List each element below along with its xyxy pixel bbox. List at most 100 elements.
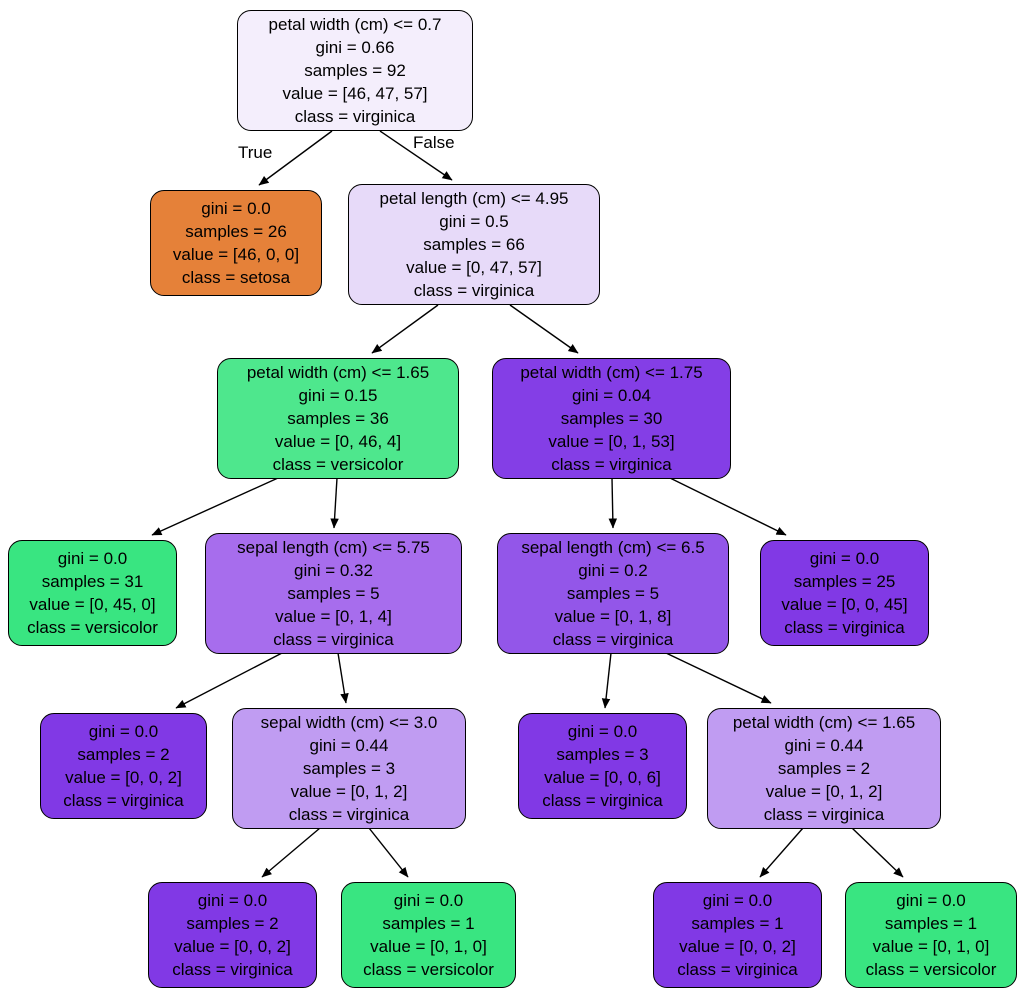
node-value: value = [0, 1, 2] (290, 782, 408, 801)
tree-node-versicolor-leaf-31: gini = 0.0 samples = 31 value = [0, 45, … (8, 540, 177, 646)
tree-node-petal-length-495: petal length (cm) <= 4.95 gini = 0.5 sam… (348, 184, 600, 305)
node-class: class = virginica (677, 960, 798, 979)
tree-node-versicolor-leaf-1b: gini = 0.0 samples = 1 value = [0, 1, 0]… (845, 882, 1017, 988)
node-gini: gini = 0.0 (896, 891, 966, 910)
node-class: class = virginica (63, 791, 184, 810)
node-class: class = versicolor (27, 618, 158, 637)
node-split-condition: petal width (cm) <= 1.65 (732, 713, 916, 732)
node-value: value = [0, 1, 0] (370, 937, 487, 956)
node-samples: samples = 1 (884, 914, 978, 933)
node-gini: gini = 0.44 (309, 736, 389, 755)
node-samples: samples = 36 (287, 409, 389, 428)
node-gini: gini = 0.0 (57, 549, 128, 568)
node-gini: gini = 0.0 (197, 891, 268, 910)
node-class: class = setosa (181, 268, 291, 287)
node-samples: samples = 25 (793, 572, 896, 591)
tree-node-virginica-leaf-3: gini = 0.0 samples = 3 value = [0, 0, 6]… (518, 713, 687, 819)
node-samples: samples = 30 (560, 409, 663, 428)
tree-node-setosa-leaf: gini = 0.0 samples = 26 value = [46, 0, … (150, 190, 322, 296)
node-value: value = [0, 0, 2] (174, 937, 291, 956)
edge-root-true (258, 130, 333, 186)
node-value: value = [0, 0, 6] (544, 768, 661, 787)
node-class: class = virginica (784, 618, 905, 637)
edge-petal-length-left (371, 304, 439, 354)
node-gini: gini = 0.32 (294, 561, 373, 580)
node-gini: gini = 0.0 (567, 722, 638, 741)
edge-petal-width-165b-left (759, 827, 804, 878)
node-samples: samples = 3 (556, 745, 649, 764)
node-class: class = virginica (288, 805, 410, 824)
edge-label-true: True (238, 143, 273, 162)
node-gini: gini = 0.0 (702, 891, 773, 910)
node-split-condition: sepal width (cm) <= 3.0 (260, 713, 438, 732)
node-value: value = [0, 47, 57] (406, 258, 542, 277)
node-samples: samples = 1 (691, 914, 784, 933)
node-class: class = virginica (552, 630, 674, 649)
node-gini: gini = 0.2 (578, 561, 648, 580)
node-value: value = [0, 1, 2] (765, 782, 883, 801)
node-class: class = versicolor (363, 960, 494, 979)
node-value: value = [0, 45, 0] (29, 595, 156, 614)
tree-node-virginica-leaf-1: gini = 0.0 samples = 1 value = [0, 0, 2]… (653, 882, 822, 988)
edge-petal-width-165b-right (851, 827, 904, 878)
node-value: value = [0, 1, 8] (554, 607, 672, 626)
edge-sepal-length-65-left (601, 652, 612, 709)
node-gini: gini = 0.5 (439, 212, 509, 231)
node-samples: samples = 31 (41, 572, 144, 591)
node-gini: gini = 0.66 (315, 38, 395, 57)
node-samples: samples = 1 (382, 914, 475, 933)
tree-node-root: petal width (cm) <= 0.7 gini = 0.66 samp… (237, 10, 473, 131)
node-value: value = [0, 0, 2] (65, 768, 182, 787)
node-samples: samples = 2 (186, 914, 279, 933)
node-split-condition: sepal length (cm) <= 6.5 (521, 538, 705, 557)
node-samples: samples = 3 (302, 759, 396, 778)
node-gini: gini = 0.15 (298, 386, 378, 405)
node-samples: samples = 92 (304, 61, 406, 80)
node-samples: samples = 2 (777, 759, 871, 778)
node-split-condition: petal width (cm) <= 1.65 (246, 363, 430, 382)
tree-node-sepal-width-30: sepal width (cm) <= 3.0 gini = 0.44 samp… (232, 708, 466, 829)
node-value: value = [46, 0, 0] (172, 245, 300, 264)
node-value: value = [0, 1, 0] (872, 937, 990, 956)
edge-petal-width-175-left (608, 477, 618, 529)
edge-petal-width-165-right (330, 477, 339, 529)
node-class: class = virginica (294, 107, 416, 126)
node-class: class = virginica (551, 455, 672, 474)
node-gini: gini = 0.0 (201, 199, 271, 218)
edge-label-false: False (413, 133, 455, 152)
node-value: value = [46, 47, 57] (282, 84, 428, 103)
tree-node-sepal-length-65: sepal length (cm) <= 6.5 gini = 0.2 samp… (497, 533, 729, 654)
edge-sepal-length-575-right (337, 652, 349, 704)
node-gini: gini = 0.0 (393, 891, 464, 910)
node-class: class = virginica (763, 805, 885, 824)
tree-node-virginica-leaf-2b: gini = 0.0 samples = 2 value = [0, 0, 2]… (148, 882, 317, 988)
node-gini: gini = 0.0 (809, 549, 880, 568)
node-split-condition: sepal length (cm) <= 5.75 (237, 538, 430, 557)
node-value: value = [0, 1, 4] (275, 607, 392, 626)
node-split-condition: petal width (cm) <= 1.75 (520, 363, 703, 382)
tree-node-petal-width-165b: petal width (cm) <= 1.65 gini = 0.44 sam… (707, 708, 941, 829)
edge-root-false (379, 130, 453, 181)
node-class: class = virginica (172, 960, 293, 979)
node-gini: gini = 0.0 (88, 722, 159, 741)
node-split-condition: petal width (cm) <= 0.7 (268, 15, 442, 34)
node-gini: gini = 0.04 (572, 386, 651, 405)
node-samples: samples = 2 (77, 745, 170, 764)
tree-node-sepal-length-575: sepal length (cm) <= 5.75 gini = 0.32 sa… (205, 533, 462, 654)
tree-node-virginica-leaf-2a: gini = 0.0 samples = 2 value = [0, 0, 2]… (40, 713, 207, 819)
node-class: class = virginica (413, 281, 535, 300)
edge-petal-width-175-right (669, 477, 787, 536)
node-samples: samples = 26 (185, 222, 287, 241)
node-class: class = virginica (273, 630, 394, 649)
node-class: class = versicolor (865, 960, 997, 979)
tree-node-virginica-leaf-25: gini = 0.0 samples = 25 value = [0, 0, 4… (760, 540, 929, 646)
tree-node-petal-width-175: petal width (cm) <= 1.75 gini = 0.04 sam… (492, 358, 731, 479)
edge-petal-width-165-left (151, 477, 279, 536)
tree-node-petal-width-165: petal width (cm) <= 1.65 gini = 0.15 sam… (217, 358, 459, 479)
node-value: value = [0, 46, 4] (274, 432, 402, 451)
node-samples: samples = 66 (423, 235, 525, 254)
node-gini: gini = 0.44 (784, 736, 864, 755)
node-value: value = [0, 1, 53] (548, 432, 675, 451)
edge-sepal-length-65-right (665, 652, 772, 704)
node-class: class = virginica (542, 791, 663, 810)
